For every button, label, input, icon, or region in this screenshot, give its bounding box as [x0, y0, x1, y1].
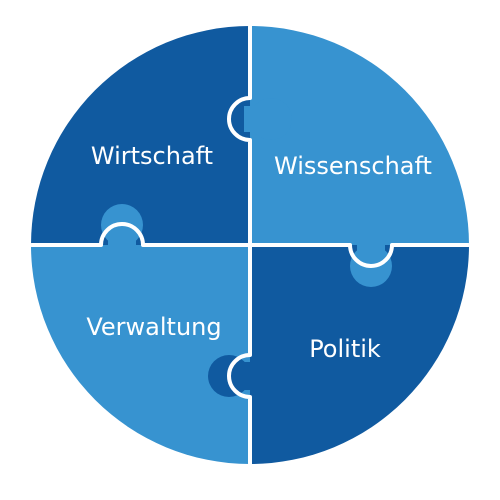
- puzzle-tab-politik: [208, 355, 256, 397]
- label-wissenschaft: Wissenschaft: [274, 152, 432, 180]
- puzzle-tab-wissenschaft: [244, 98, 292, 140]
- label-wirtschaft: Wirtschaft: [91, 142, 213, 170]
- label-politik: Politik: [309, 335, 381, 363]
- label-verwaltung: Verwaltung: [86, 313, 221, 341]
